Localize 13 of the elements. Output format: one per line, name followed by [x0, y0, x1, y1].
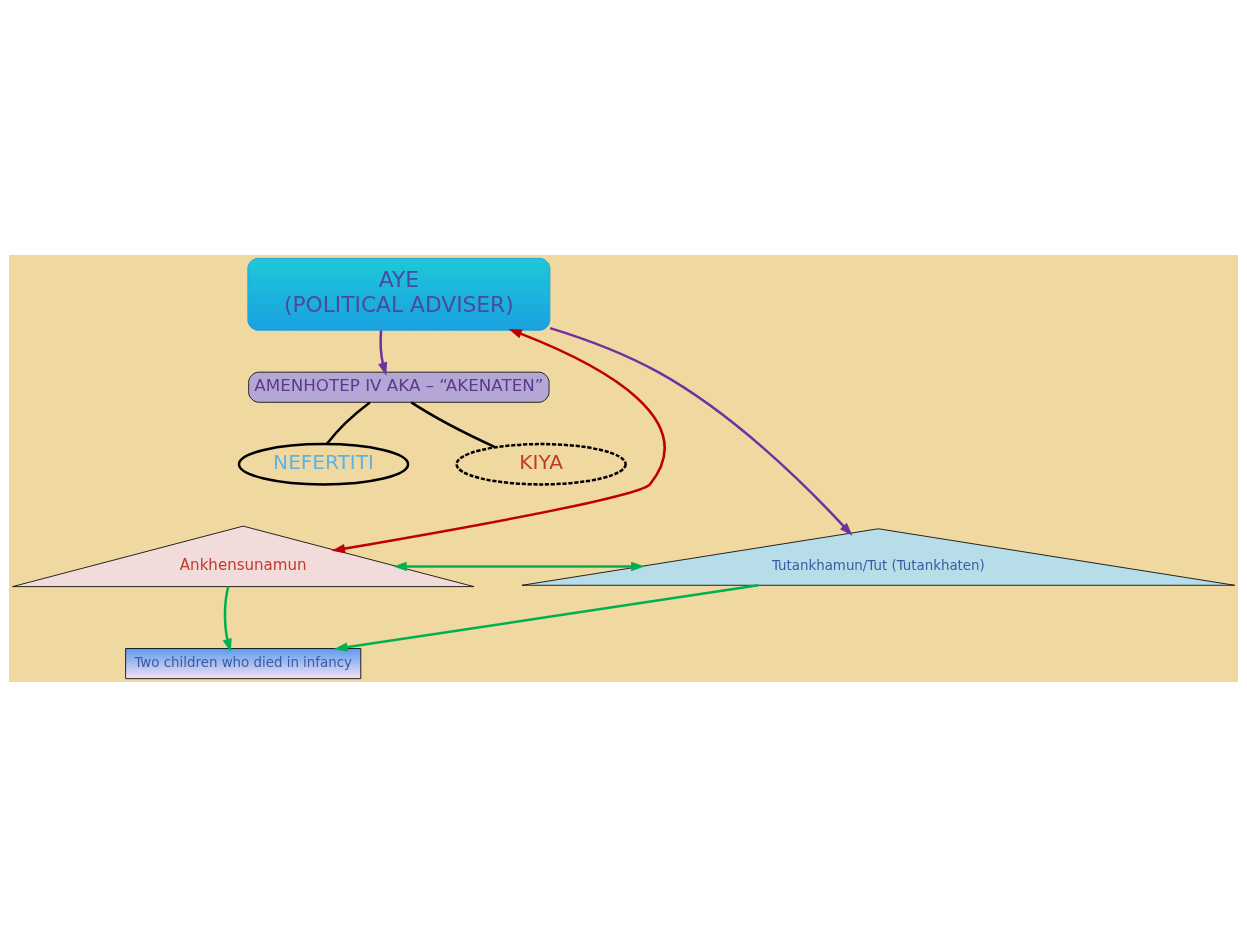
arrow — [378, 329, 388, 376]
node-ellipse: KIYA — [455, 442, 627, 486]
arrow — [334, 583, 759, 652]
node-box: AYE (POLITICAL ADVISER) — [247, 257, 551, 331]
arrow — [393, 561, 645, 571]
node-box: Two children who died in infancy — [125, 647, 362, 679]
node-box: AMENHOTEP IV AKA – “AKENATEN” — [248, 371, 550, 403]
node-ellipse: NEFERTITI — [237, 442, 410, 486]
connector — [325, 400, 371, 445]
arrow — [331, 328, 666, 553]
arrow — [549, 326, 853, 536]
arrow — [222, 585, 232, 652]
connector — [410, 400, 496, 448]
